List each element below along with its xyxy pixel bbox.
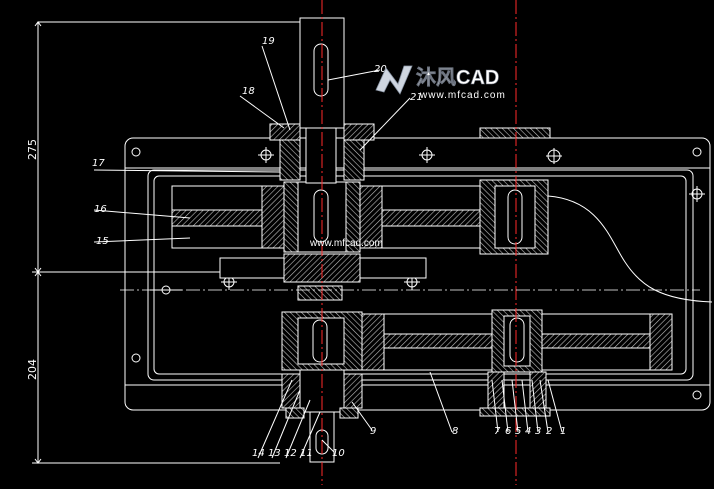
label-10: 10 (332, 448, 345, 459)
leader-lines (93, 45, 563, 459)
label-4: 4 (525, 426, 531, 437)
label-14: 14 (252, 448, 265, 459)
label-6: 6 (505, 426, 511, 437)
watermark: 沐风CAD www.mfcad.com www.mfcad.com (309, 65, 506, 249)
centerlines (321, 0, 517, 485)
dimension-lower: 204 (26, 359, 39, 380)
housing (124, 137, 711, 411)
bolt-holes (131, 147, 705, 400)
label-15: 15 (96, 236, 109, 247)
part-labels: 19 18 20 21 17 16 15 14 13 12 11 10 9 8 … (92, 36, 566, 459)
label-20: 20 (374, 64, 387, 75)
label-9: 9 (370, 426, 376, 437)
dimension-lines (32, 21, 300, 464)
housing-curve (547, 195, 713, 303)
dimension-upper: 275 (26, 139, 39, 160)
label-3: 3 (535, 426, 541, 437)
label-5: 5 (515, 426, 521, 437)
label-13: 13 (268, 448, 281, 459)
label-12: 12 (284, 448, 297, 459)
label-2: 2 (546, 426, 552, 437)
label-8: 8 (452, 426, 458, 437)
upper-gear-train (171, 179, 549, 255)
label-21: 21 (410, 92, 423, 103)
label-11: 11 (300, 448, 313, 459)
middle-shaft (219, 253, 427, 301)
mfcad-logo-icon (375, 65, 413, 95)
watermark-center-url: www.mfcad.com (309, 238, 383, 249)
label-7: 7 (494, 426, 501, 437)
label-18: 18 (242, 86, 255, 97)
label-1: 1 (560, 426, 566, 437)
label-17: 17 (92, 158, 105, 169)
watermark-brand: 沐风CAD (416, 66, 499, 89)
input-shaft (269, 17, 375, 243)
lower-gear-train (281, 309, 673, 373)
watermark-url: www.mfcad.com (419, 90, 506, 101)
label-16: 16 (94, 204, 107, 215)
label-19: 19 (262, 36, 275, 47)
